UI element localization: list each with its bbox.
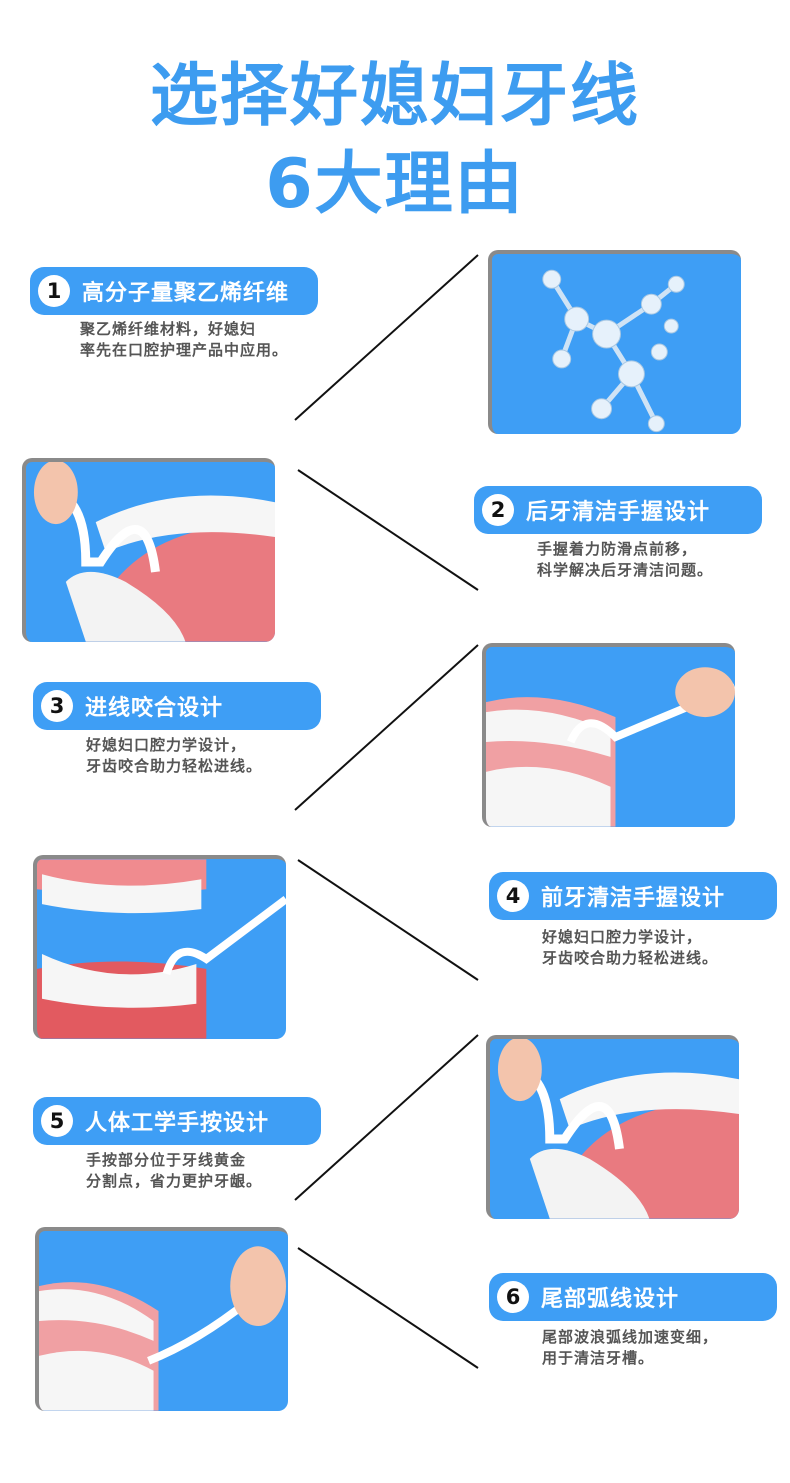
reason-3-label: 3 进线咬合设计 (33, 682, 321, 730)
desc-line: 手握着力防滑点前移， (537, 540, 698, 558)
desc-line: 好媳妇口腔力学设计， (542, 928, 703, 946)
reason-title: 人体工学手按设计 (85, 1111, 270, 1136)
connector-line (294, 644, 479, 811)
desc-line: 尾部波浪弧线加速变细， (542, 1328, 719, 1346)
desc-line: 手按部分位于牙线黄金 (86, 1151, 247, 1169)
desc-line: 率先在口腔护理产品中应用。 (80, 341, 289, 359)
connector-line (297, 1247, 479, 1369)
connector-line (294, 1034, 479, 1201)
desc-line: 聚乙烯纤维材料，好媳妇 (80, 320, 257, 338)
reason-title: 高分子量聚乙烯纤维 (82, 281, 290, 306)
desc-line: 好媳妇口腔力学设计， (86, 736, 247, 754)
reason-number: 6 (497, 1281, 529, 1313)
ergonomic-press-image (486, 1035, 739, 1219)
reason-4-desc: 好媳妇口腔力学设计， 牙齿咬合助力轻松进线。 (542, 927, 718, 969)
reason-5-desc: 手按部分位于牙线黄金 分割点，省力更护牙龈。 (86, 1150, 262, 1192)
reason-number: 1 (38, 275, 70, 307)
reason-1-label: 1 高分子量聚乙烯纤维 (30, 267, 318, 315)
connector-line (297, 859, 479, 981)
back-teeth-cleaning-image (22, 458, 275, 642)
molecule-image (488, 250, 741, 434)
reason-title: 进线咬合设计 (85, 696, 224, 721)
page-title-line1: 选择好媳妇牙线 (149, 57, 640, 136)
reason-number: 2 (482, 494, 514, 526)
desc-line: 牙齿咬合助力轻松进线。 (86, 757, 263, 775)
desc-line: 用于清洁牙槽。 (542, 1349, 655, 1367)
page-title-line2: 6大理由 (265, 145, 525, 224)
reason-6-label: 6 尾部弧线设计 (489, 1273, 777, 1321)
reason-3-desc: 好媳妇口腔力学设计， 牙齿咬合助力轻松进线。 (86, 735, 262, 777)
reason-6-desc: 尾部波浪弧线加速变细， 用于清洁牙槽。 (542, 1327, 718, 1369)
reason-5-label: 5 人体工学手按设计 (33, 1097, 321, 1145)
desc-line: 科学解决后牙清洁问题。 (537, 561, 714, 579)
reason-title: 前牙清洁手握设计 (541, 886, 726, 911)
reason-number: 3 (41, 690, 73, 722)
reason-title: 后牙清洁手握设计 (526, 500, 711, 525)
reason-4-label: 4 前牙清洁手握设计 (489, 872, 777, 920)
connector-line (294, 254, 479, 421)
reason-number: 5 (41, 1105, 73, 1137)
desc-line: 牙齿咬合助力轻松进线。 (542, 949, 719, 967)
reason-1-desc: 聚乙烯纤维材料，好媳妇 率先在口腔护理产品中应用。 (80, 319, 288, 361)
reason-title: 尾部弧线设计 (541, 1287, 680, 1312)
front-teeth-cleaning-image (33, 855, 286, 1039)
tail-arc-image (35, 1227, 288, 1411)
reason-2-label: 2 后牙清洁手握设计 (474, 486, 762, 534)
desc-line: 分割点，省力更护牙龈。 (86, 1172, 263, 1190)
reason-2-desc: 手握着力防滑点前移， 科学解决后牙清洁问题。 (537, 539, 713, 581)
reason-number: 4 (497, 880, 529, 912)
connector-line (297, 469, 479, 591)
bite-floss-image (482, 643, 735, 827)
